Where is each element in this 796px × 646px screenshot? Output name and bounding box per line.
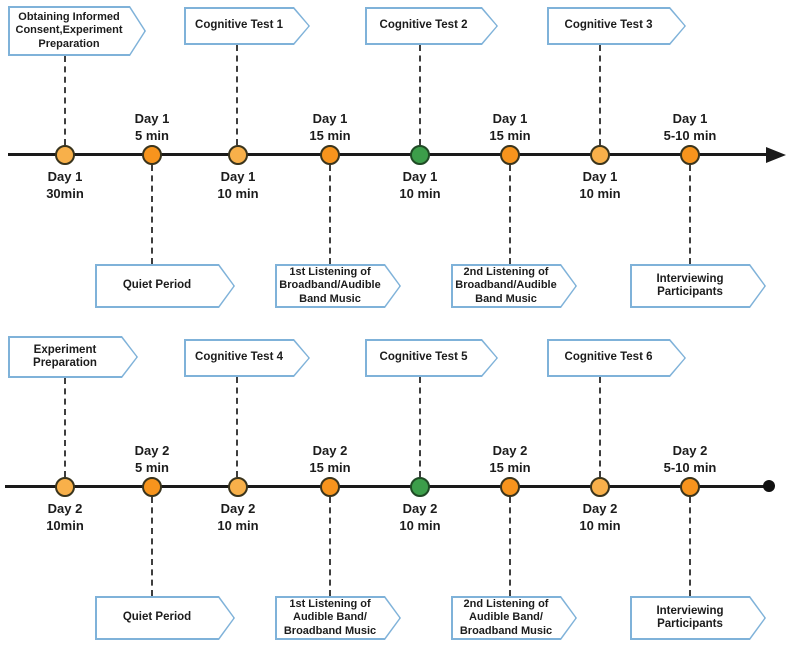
process-box-label: Experiment Preparation xyxy=(33,343,97,370)
process-box-label: 1st Listening of Broadband/Audible Band … xyxy=(279,265,381,305)
timeline-point-interview xyxy=(680,145,700,165)
connector-dashed xyxy=(64,378,66,477)
timeline-line-day2 xyxy=(5,485,767,488)
process-box-listening-2: 2nd Listening of Broadband/Audible Band … xyxy=(451,264,577,308)
timeline-arrowhead xyxy=(766,146,786,163)
connector-dashed xyxy=(151,165,153,264)
connector-dashed xyxy=(689,165,691,264)
process-box-cognitive-test-2: Cognitive Test 2 xyxy=(365,7,498,45)
timeline-point-cogtest5 xyxy=(410,477,430,497)
process-box-label: Cognitive Test 6 xyxy=(564,351,653,364)
process-box-cognitive-test-4: Cognitive Test 4 xyxy=(184,339,310,377)
process-box-label: Quiet Period xyxy=(122,279,192,292)
process-box-cognitive-test-1: Cognitive Test 1 xyxy=(184,7,310,45)
timeline-point-quiet xyxy=(142,145,162,165)
connector-dashed xyxy=(419,377,421,477)
timeline-point-cogtest6 xyxy=(590,477,610,497)
process-box-label: Cognitive Test 5 xyxy=(379,351,468,364)
connector-dashed xyxy=(329,497,331,596)
timeline-point-cogtest3 xyxy=(590,145,610,165)
timeline-point-listening2 xyxy=(500,477,520,497)
timeline-point-cogtest4 xyxy=(228,477,248,497)
process-box-listening-2: 2nd Listening of Audible Band/ Broadband… xyxy=(451,596,577,640)
process-box-label: Cognitive Test 2 xyxy=(379,19,468,32)
timeline-end-dot xyxy=(763,480,775,492)
connector-dashed xyxy=(599,377,601,477)
connector-dashed xyxy=(689,497,691,596)
timeline-point-listening1 xyxy=(320,477,340,497)
timeline-point-listening2 xyxy=(500,145,520,165)
connector-dashed xyxy=(151,497,153,596)
process-box-label: Quiet Period xyxy=(122,611,192,624)
connector-dashed xyxy=(599,45,601,145)
connector-dashed xyxy=(329,165,331,264)
timeline-point-preparation xyxy=(55,477,75,497)
connector-dashed xyxy=(509,497,511,596)
process-box-interviewing: Interviewing Participants xyxy=(630,596,766,640)
process-box-cognitive-test-6: Cognitive Test 6 xyxy=(547,339,686,377)
process-box-cognitive-test-5: Cognitive Test 5 xyxy=(365,339,498,377)
process-box-quiet-period: Quiet Period xyxy=(95,596,235,640)
connector-dashed xyxy=(236,377,238,477)
process-box-label: Cognitive Test 4 xyxy=(195,351,283,364)
process-box-listening-1: 1st Listening of Broadband/Audible Band … xyxy=(275,264,401,308)
process-box-interviewing: Interviewing Participants xyxy=(630,264,766,308)
timeline-point-cogtest1 xyxy=(228,145,248,165)
timeline-point-quiet xyxy=(142,477,162,497)
connector-dashed xyxy=(509,165,511,264)
timeline-point-cogtest2 xyxy=(410,145,430,165)
timeline-point-listening1 xyxy=(320,145,340,165)
process-box-label: Obtaining Informed Consent,Experiment Pr… xyxy=(15,10,123,50)
timeline-line-day1 xyxy=(8,153,768,156)
process-box-obtaining-consent: Obtaining Informed Consent,Experiment Pr… xyxy=(8,6,146,56)
process-box-cognitive-test-3: Cognitive Test 3 xyxy=(547,7,686,45)
process-box-label: 1st Listening of Audible Band/ Broadband… xyxy=(283,597,377,637)
process-box-label: Interviewing Participants xyxy=(656,604,724,631)
process-box-label: Cognitive Test 1 xyxy=(195,19,283,32)
process-box-label: Cognitive Test 3 xyxy=(564,19,653,32)
connector-dashed xyxy=(64,56,66,145)
connector-dashed xyxy=(236,45,238,145)
process-box-label: Interviewing Participants xyxy=(656,272,724,299)
timeline-point-consent xyxy=(55,145,75,165)
process-box-listening-1: 1st Listening of Audible Band/ Broadband… xyxy=(275,596,401,640)
timeline-point-interview xyxy=(680,477,700,497)
process-box-experiment-preparation: Experiment Preparation xyxy=(8,336,138,378)
process-box-quiet-period: Quiet Period xyxy=(95,264,235,308)
connector-dashed xyxy=(419,45,421,145)
process-box-label: 2nd Listening of Audible Band/ Broadband… xyxy=(459,597,553,637)
process-box-label: 2nd Listening of Broadband/Audible Band … xyxy=(455,265,557,305)
